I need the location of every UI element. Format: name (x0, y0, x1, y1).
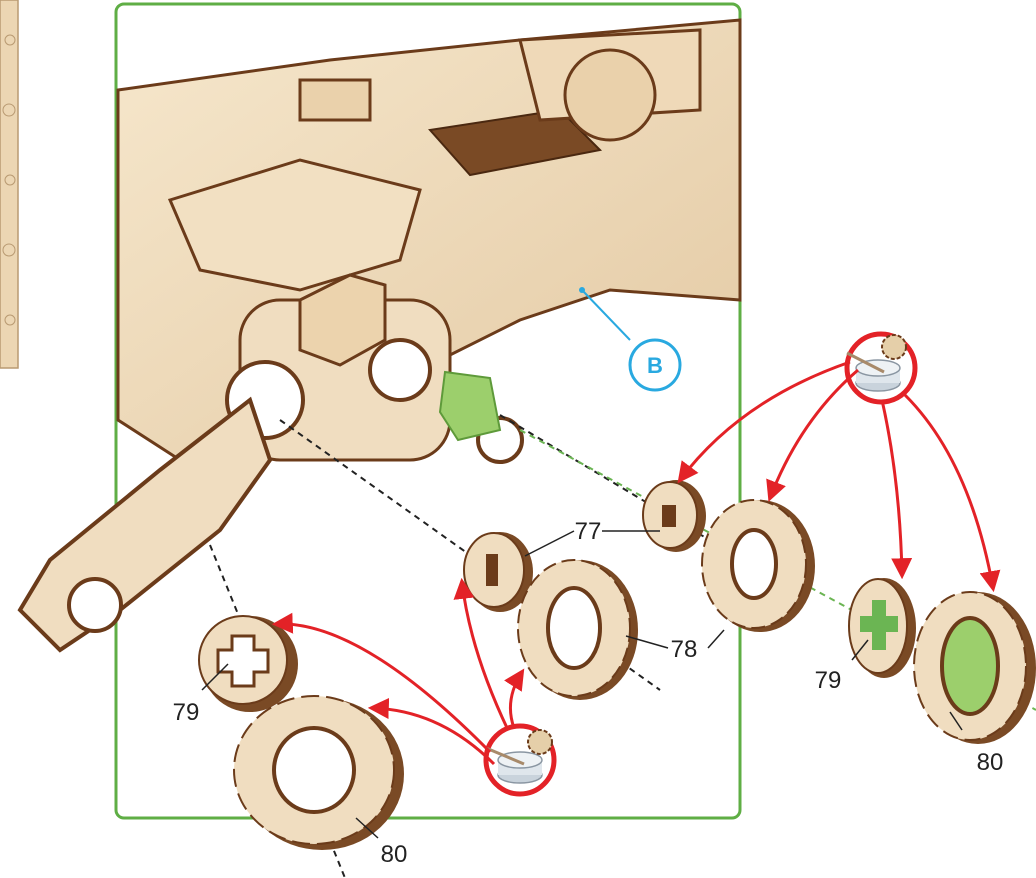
part-label-77: 77 (575, 518, 602, 545)
model-body (17, 18, 742, 653)
callout-b: B (579, 287, 682, 392)
glue-pot-icon (483, 723, 557, 797)
glue-brush-icon (485, 746, 525, 766)
leader-lines (201, 530, 963, 839)
arrow-icon (880, 399, 913, 580)
gear-icon (527, 729, 553, 755)
arrow-icon (903, 393, 1001, 593)
arrow-icon (271, 612, 492, 754)
part-label-80-right: 80 (977, 749, 1004, 776)
part-78-left (517, 559, 638, 700)
arrow-icon (677, 360, 851, 484)
part-label-78: 78 (671, 636, 698, 663)
side-sheet-strip (0, 0, 19, 369)
glue-pot-icon (844, 331, 918, 405)
part-80-right (913, 591, 1036, 744)
arrow-icon (766, 368, 859, 502)
glue-arrows (271, 360, 1001, 766)
arrow-icon (504, 668, 525, 729)
part-77-left (463, 532, 533, 612)
detail-frame (114, 2, 742, 820)
part-77-right (642, 480, 706, 552)
part-79-left (198, 615, 298, 712)
part-79-right (848, 578, 916, 678)
part-78-right (701, 499, 815, 632)
arrow-icon (367, 698, 496, 766)
part-label-79-right: 79 (815, 667, 842, 694)
glue-brush-icon (846, 351, 885, 374)
gear-icon (881, 334, 907, 360)
part-80-left (233, 695, 404, 850)
part-label-80-left: 80 (381, 841, 408, 868)
callout-label: B (647, 353, 663, 378)
arrow-icon (453, 577, 510, 731)
part-label-79-left: 79 (173, 699, 200, 726)
